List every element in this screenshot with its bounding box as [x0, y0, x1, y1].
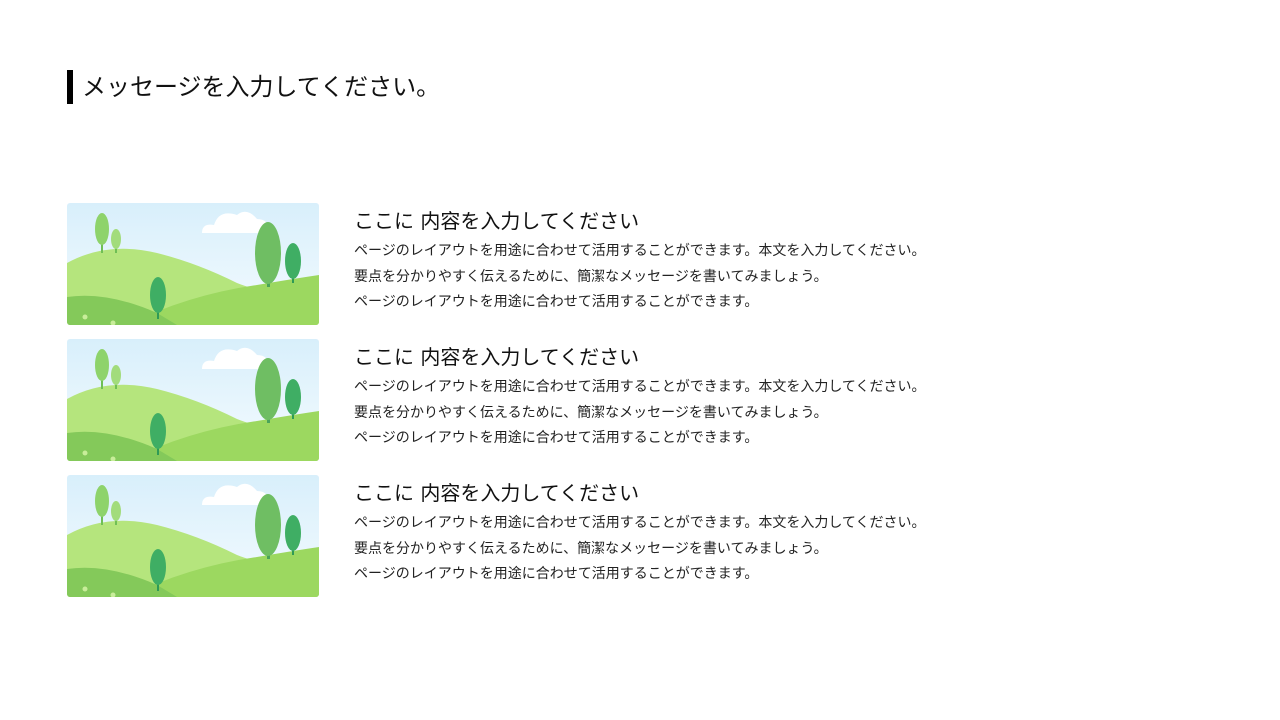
page-title: メッセージを入力してください。 [82, 73, 441, 101]
content-list: ここに 内容を入力してください ページのレイアウトを用途に合わせて活用することが… [67, 203, 1067, 611]
item-body-line: ページのレイアウトを用途に合わせて活用することができます。本文を入力してください… [354, 379, 926, 395]
landscape-illustration-icon [67, 203, 319, 325]
landscape-illustration-icon [67, 475, 319, 597]
list-item: ここに 内容を入力してください ページのレイアウトを用途に合わせて活用することが… [67, 203, 1067, 325]
item-heading: ここに 内容を入力してください [354, 209, 640, 233]
item-body-line: ページのレイアウトを用途に合わせて活用することができます。本文を入力してください… [354, 515, 926, 531]
item-heading: ここに 内容を入力してください [354, 481, 640, 505]
slide-title: メッセージを入力してください。 [67, 70, 440, 104]
item-text: ここに 内容を入力してください ページのレイアウトを用途に合わせて活用することが… [354, 343, 1054, 452]
list-item: ここに 内容を入力してください ページのレイアウトを用途に合わせて活用することが… [67, 339, 1067, 461]
item-body-line: ページのレイアウトを用途に合わせて活用することができます。 [354, 294, 759, 310]
item-body-line: 要点を分かりやすく伝えるために、簡潔なメッセージを書いてみましょう。 [354, 404, 828, 421]
item-body-line: 要点を分かりやすく伝えるために、簡潔なメッセージを書いてみましょう。 [354, 268, 828, 285]
landscape-illustration-icon [67, 339, 319, 461]
item-text: ここに 内容を入力してください ページのレイアウトを用途に合わせて活用することが… [354, 479, 1054, 588]
item-heading: ここに 内容を入力してください [354, 345, 640, 369]
title-accent-bar [67, 70, 73, 104]
item-text: ここに 内容を入力してください ページのレイアウトを用途に合わせて活用することが… [354, 207, 1054, 316]
item-body-line: 要点を分かりやすく伝えるために、簡潔なメッセージを書いてみましょう。 [354, 540, 828, 557]
list-item: ここに 内容を入力してください ページのレイアウトを用途に合わせて活用することが… [67, 475, 1067, 597]
item-body-line: ページのレイアウトを用途に合わせて活用することができます。 [354, 566, 759, 582]
item-body-line: ページのレイアウトを用途に合わせて活用することができます。本文を入力してください… [354, 243, 926, 259]
item-body-line: ページのレイアウトを用途に合わせて活用することができます。 [354, 430, 759, 446]
